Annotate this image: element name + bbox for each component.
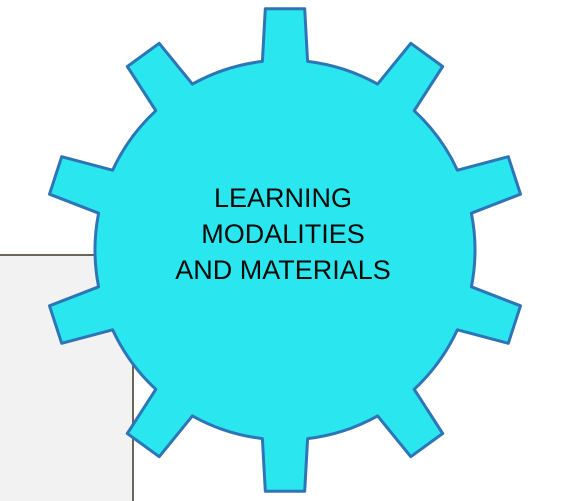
- gear-label-line-3: AND MATERIALS: [175, 255, 391, 285]
- gear-label-line-1: LEARNING: [213, 183, 353, 213]
- gear-label-line-2: MODALITIES: [201, 219, 365, 249]
- gear-label: LEARNING MODALITIES AND MATERIALS: [118, 180, 448, 288]
- gear-shape: [48, 7, 522, 493]
